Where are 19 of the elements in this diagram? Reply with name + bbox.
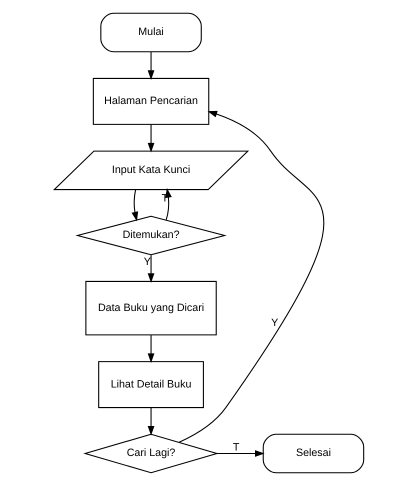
edge-label: T [232,440,239,453]
arrow [131,189,138,221]
node-diamond: Ditemukan? [74,215,226,255]
node-box: Lihat Detail Buku [98,360,204,408]
edge-label: Y [270,316,278,328]
arrow [147,51,154,80]
edge-label: Y [143,255,150,268]
node-box: Data Buku yang Dicari [84,280,216,335]
arrow [216,450,264,456]
arrow [147,254,154,282]
node-box: Selesai [262,433,364,473]
arrow [147,124,154,152]
node-diamond: Cari Lagi? [82,433,218,473]
arrow [178,110,324,442]
arrow [147,407,154,436]
node-box: Mulai [100,12,202,52]
arrow [164,188,172,220]
node-box: Halaman Pencarian [92,77,209,124]
arrow [147,334,154,362]
